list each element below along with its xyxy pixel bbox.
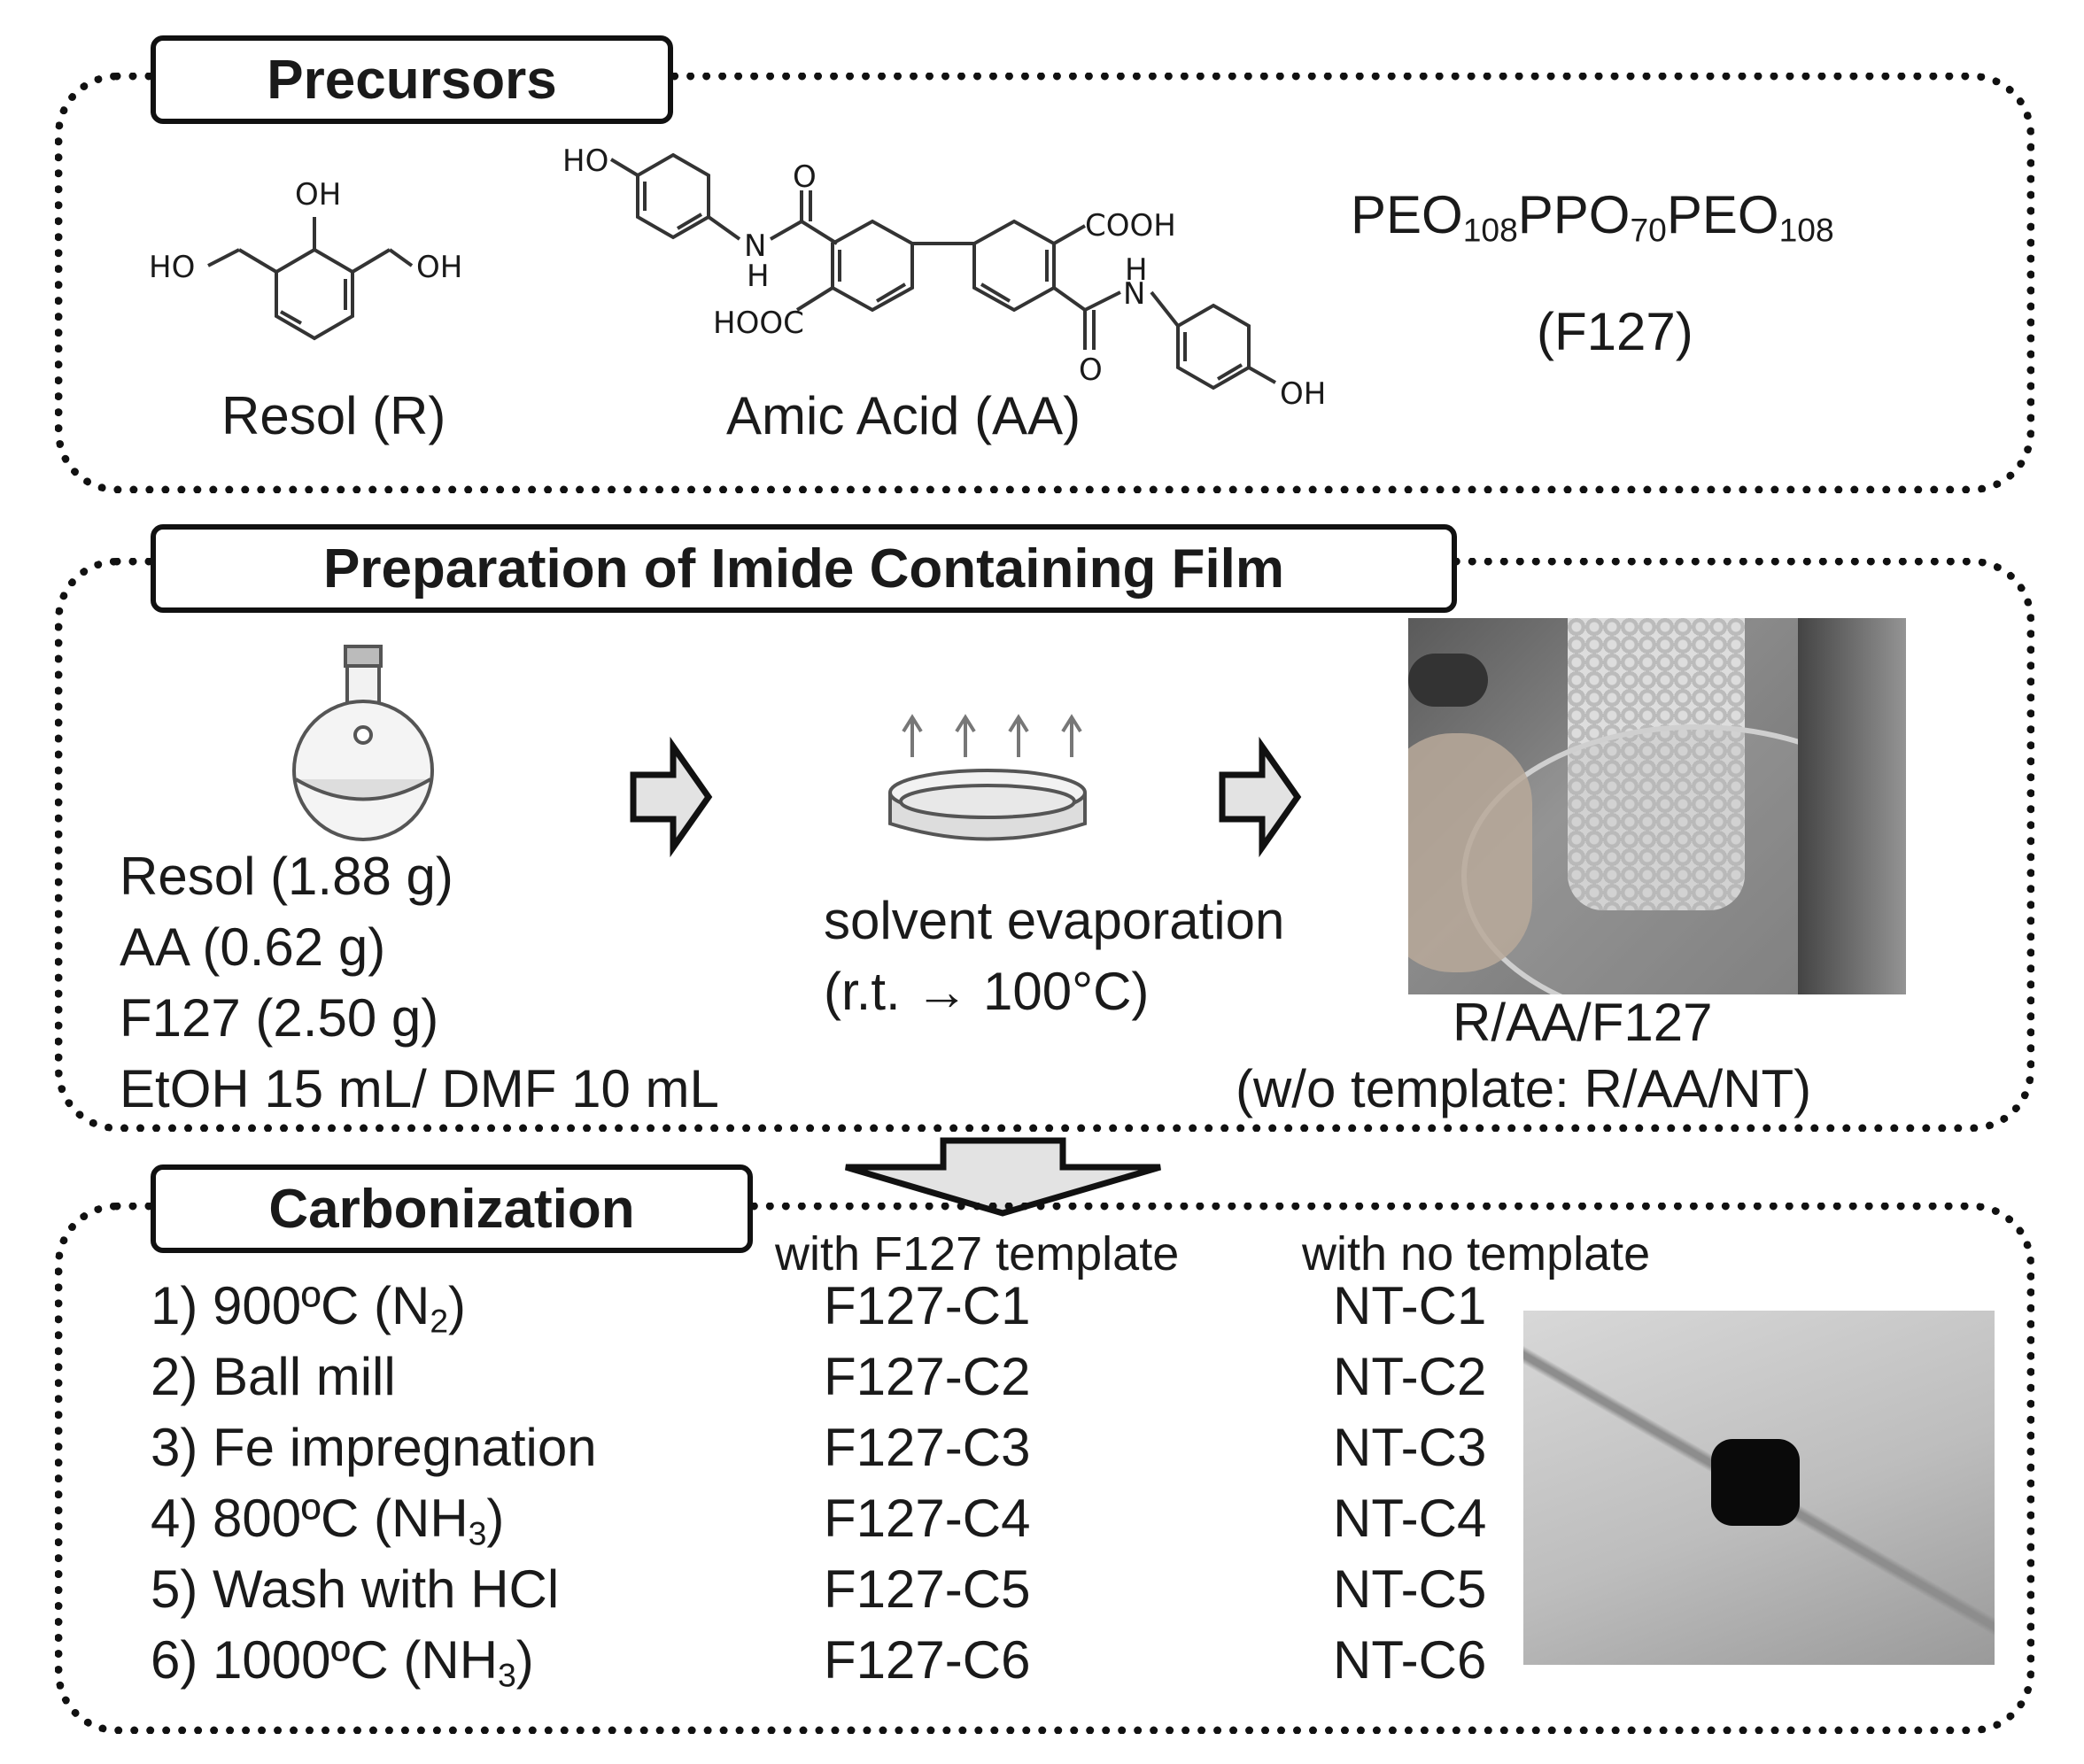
sample-no-template-6: NT-C6	[1333, 1630, 1487, 1690]
amic-acid-label: Amic Acid (AA)	[726, 386, 1081, 445]
sample-with-template-2: F127-C2	[824, 1347, 1031, 1406]
sample-no-template-1: NT-C1	[1333, 1276, 1487, 1335]
amic-h2: H	[1125, 252, 1148, 288]
evaporation-step: solvent evaporation	[824, 891, 1285, 950]
amic-n2: N	[1123, 276, 1146, 312]
ingredient-2: AA (0.62 g)	[120, 917, 386, 977]
sample-no-template-4: NT-C4	[1333, 1489, 1487, 1548]
sample-with-template-1: F127-C1	[824, 1276, 1031, 1335]
col-header-with-template: with F127 template	[775, 1227, 1180, 1280]
carbonization-step-1: 1) 900ºC (N2)	[151, 1276, 467, 1340]
amic-h1: H	[747, 259, 770, 294]
amic-cooh: COOH	[1085, 208, 1176, 244]
sample-with-template-6: F127-C6	[824, 1630, 1031, 1690]
peo-formula: PEO108PPO70PEO108	[1351, 185, 1834, 249]
ingredient-1: Resol (1.88 g)	[120, 847, 453, 906]
carbonization-step-5: 5) Wash with HCl	[151, 1559, 560, 1619]
carbonization-step-6: 6) 1000ºC (NH3)	[151, 1630, 534, 1694]
sample-with-template-5: F127-C5	[824, 1559, 1031, 1619]
carbonization-header: Carbonization	[151, 1164, 753, 1253]
carbonization-step-2: 2) Ball mill	[151, 1347, 396, 1406]
ingredient-3: F127 (2.50 g)	[120, 988, 439, 1048]
f127-label: (F127)	[1537, 302, 1693, 361]
carbonization-panel	[55, 1203, 2034, 1734]
carbonization-step-4: 4) 800ºC (NH3)	[151, 1489, 505, 1552]
sample-with-template-4: F127-C4	[824, 1489, 1031, 1548]
precursors-header: Precursors	[151, 35, 673, 124]
resol-label: Resol (R)	[221, 386, 446, 445]
sample-no-template-5: NT-C5	[1333, 1559, 1487, 1619]
evaporation-temp: (r.t. → 100°C)	[824, 962, 1150, 1021]
carbon-powder-photo	[1523, 1311, 1995, 1665]
resol-oh-top: OH	[295, 177, 342, 213]
preparation-header: Preparation of Imide Containing Film	[151, 524, 1457, 613]
precursors-panel	[55, 73, 2034, 493]
amic-o1: O	[793, 159, 817, 195]
sample-no-template-2: NT-C2	[1333, 1347, 1487, 1406]
film-label: R/AA/F127	[1453, 993, 1713, 1052]
amic-o2: O	[1079, 352, 1103, 388]
amic-hooc: HOOC	[713, 306, 804, 341]
sample-with-template-3: F127-C3	[824, 1418, 1031, 1477]
amic-oh: OH	[1280, 376, 1327, 412]
resol-oh-right: OH	[416, 250, 463, 285]
amic-ho: HO	[562, 143, 609, 179]
resol-ho-left: HO	[149, 250, 196, 285]
carbonization-step-3: 3) Fe impregnation	[151, 1418, 597, 1477]
film-note: (w/o template: R/AA/NT)	[1236, 1059, 1812, 1118]
col-header-no-template: with no template	[1302, 1227, 1651, 1280]
ingredient-4: EtOH 15 mL/ DMF 10 mL	[120, 1059, 719, 1118]
amic-n1: N	[744, 228, 767, 264]
sample-no-template-3: NT-C3	[1333, 1418, 1487, 1477]
film-photo	[1408, 618, 1906, 994]
